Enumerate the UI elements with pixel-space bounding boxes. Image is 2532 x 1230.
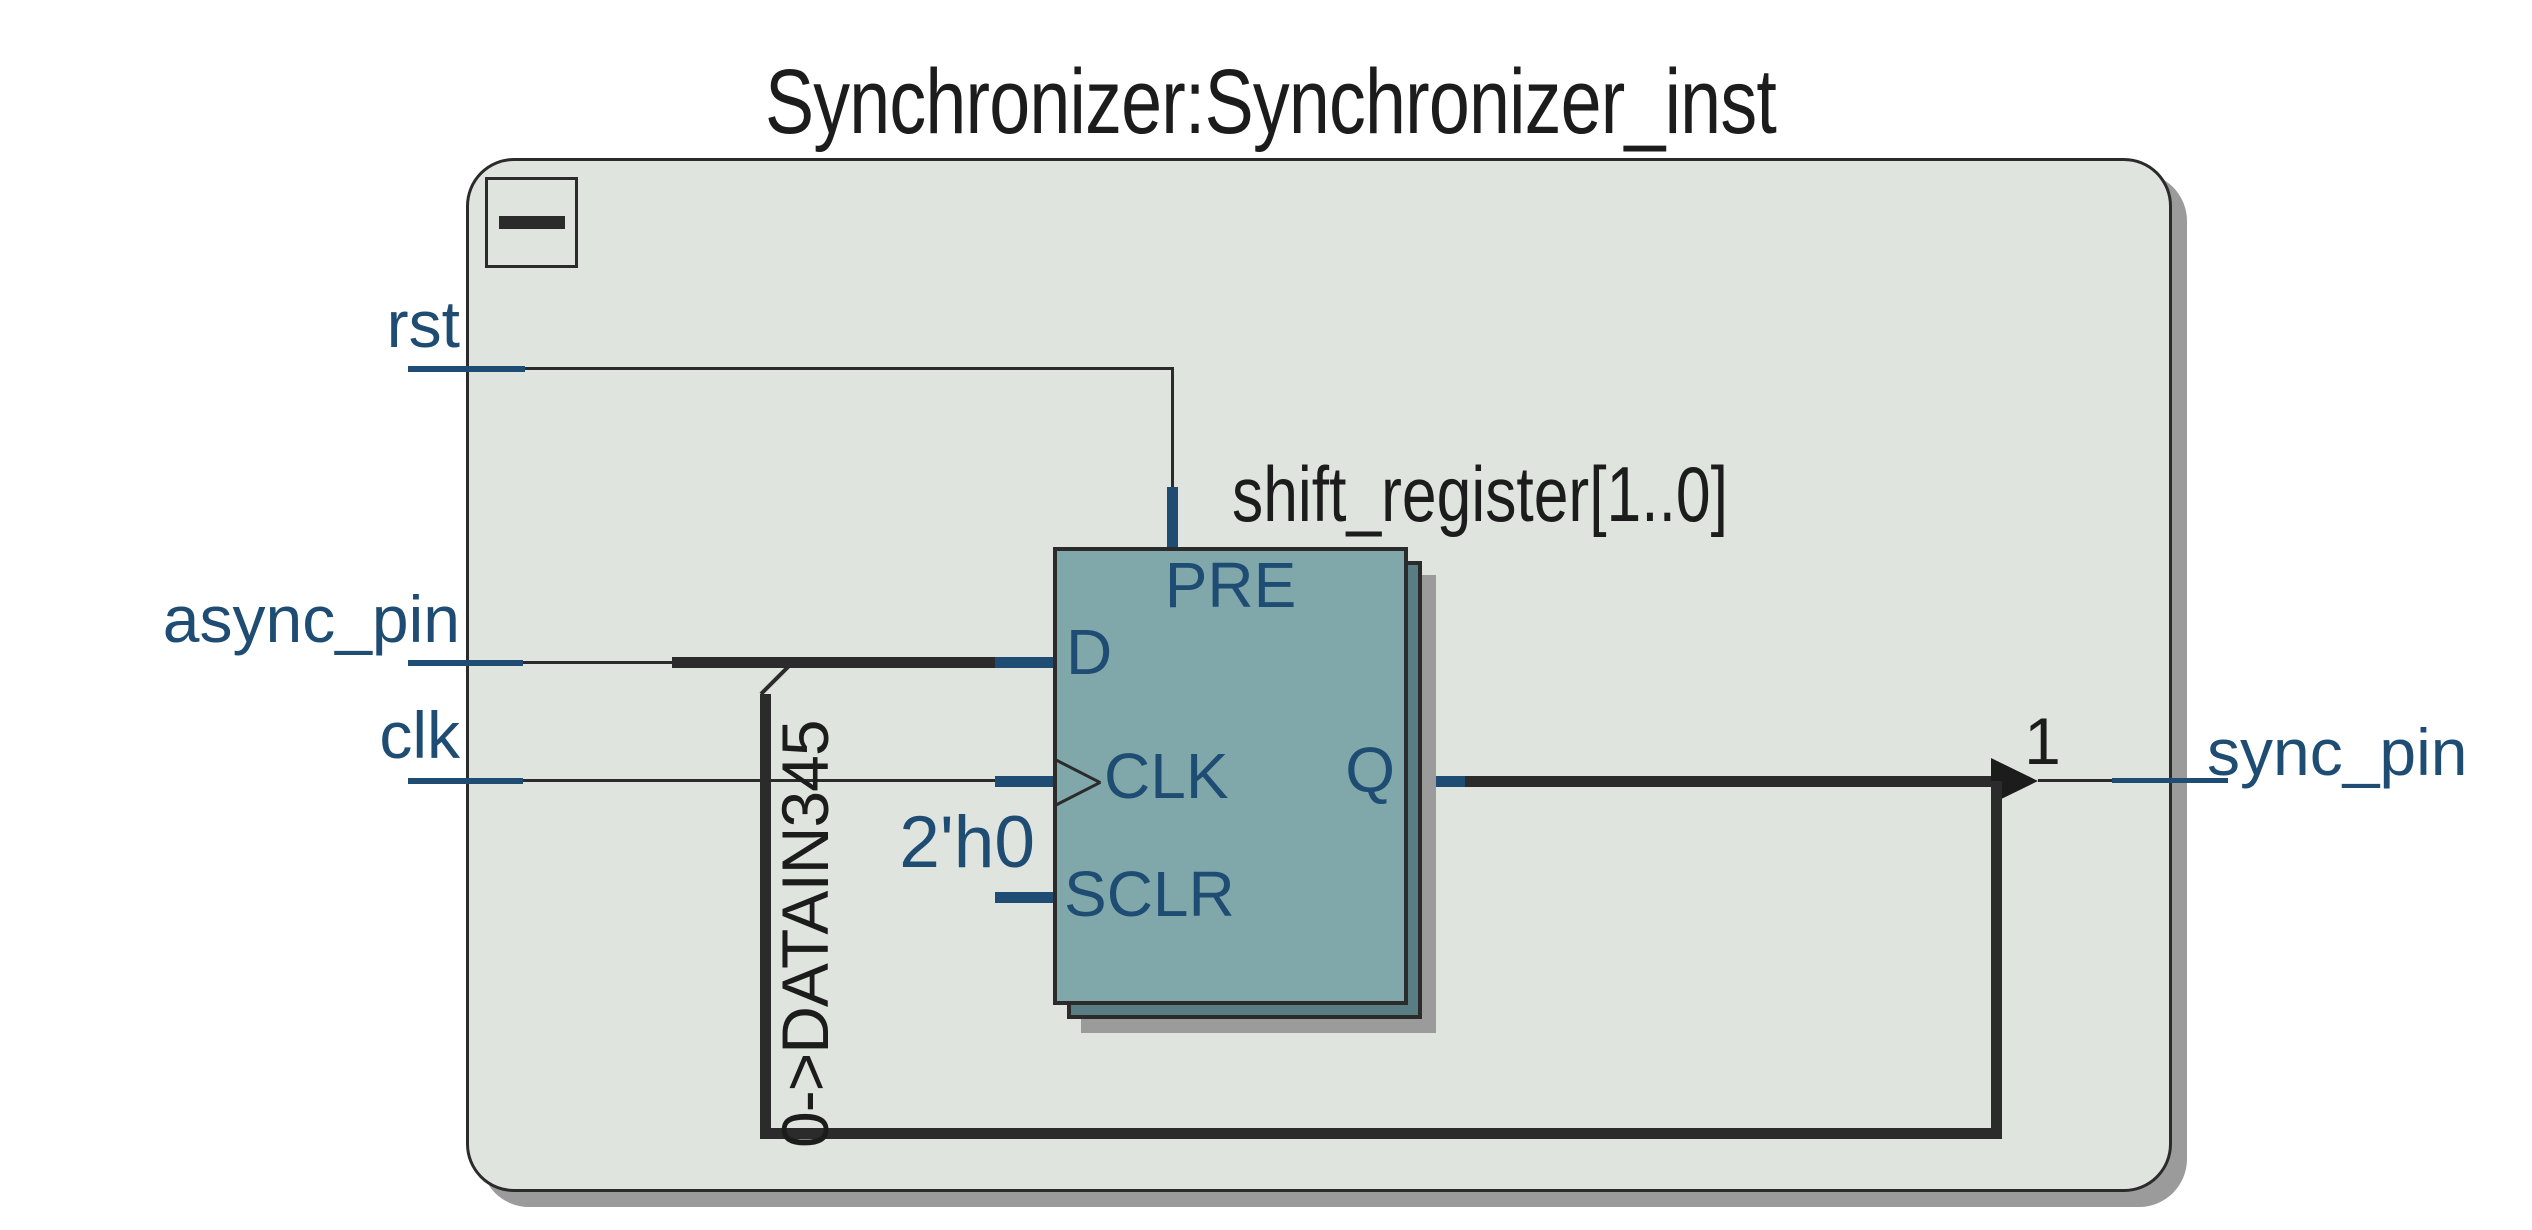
module-title: Synchronizer:Synchronizer_inst: [765, 51, 1777, 153]
register-instance-label: shift_register[1..0]: [1232, 450, 1728, 538]
net-rst-port-segment[interactable]: [408, 366, 525, 372]
output-pin-label-sync-pin: sync_pin: [2207, 715, 2468, 789]
net-feedback-bottom[interactable]: [760, 1128, 2002, 1139]
d-port-stub[interactable]: [995, 657, 1057, 668]
sclr-port-stub[interactable]: [995, 892, 1057, 903]
net-sync-pin-port-segment[interactable]: [2112, 778, 2228, 783]
register-port-clk: CLK: [1104, 740, 1229, 812]
pre-port-stub[interactable]: [1167, 487, 1178, 549]
input-pin-label-async-pin: async_pin: [162, 582, 460, 656]
net-feedback-vertical-left[interactable]: [760, 694, 771, 1139]
register-port-pre: PRE: [1164, 549, 1297, 621]
input-pin-label-clk: clk: [379, 698, 460, 772]
net-datain-bus[interactable]: [672, 657, 1000, 668]
register-port-sclr: SCLR: [1064, 858, 1235, 930]
net-q-output[interactable]: [1465, 776, 1993, 787]
register-port-q: Q: [1345, 734, 1395, 806]
net-rst-vertical[interactable]: [1171, 368, 1174, 489]
register-block[interactable]: [1053, 547, 1408, 1005]
net-feedback-vertical-right[interactable]: [1991, 781, 2002, 1139]
collapse-module-button[interactable]: [485, 177, 578, 268]
minus-icon: [499, 216, 565, 229]
net-async-pin-horizontal[interactable]: [523, 661, 680, 664]
sclr-constant-label: 2'h0: [899, 802, 1035, 883]
register-port-d: D: [1066, 616, 1113, 688]
clk-port-stub[interactable]: [995, 776, 1057, 787]
net-clk-horizontal[interactable]: [523, 779, 998, 782]
net-rst-horizontal[interactable]: [525, 367, 1174, 370]
net-sync-pin-segment[interactable]: [2038, 779, 2112, 782]
net-clk-port-segment[interactable]: [408, 778, 523, 784]
input-pin-label-rst: rst: [386, 287, 460, 361]
net-async-pin-port-segment[interactable]: [408, 660, 523, 666]
feedback-bus-label: 0->DATAIN345: [768, 720, 842, 1148]
